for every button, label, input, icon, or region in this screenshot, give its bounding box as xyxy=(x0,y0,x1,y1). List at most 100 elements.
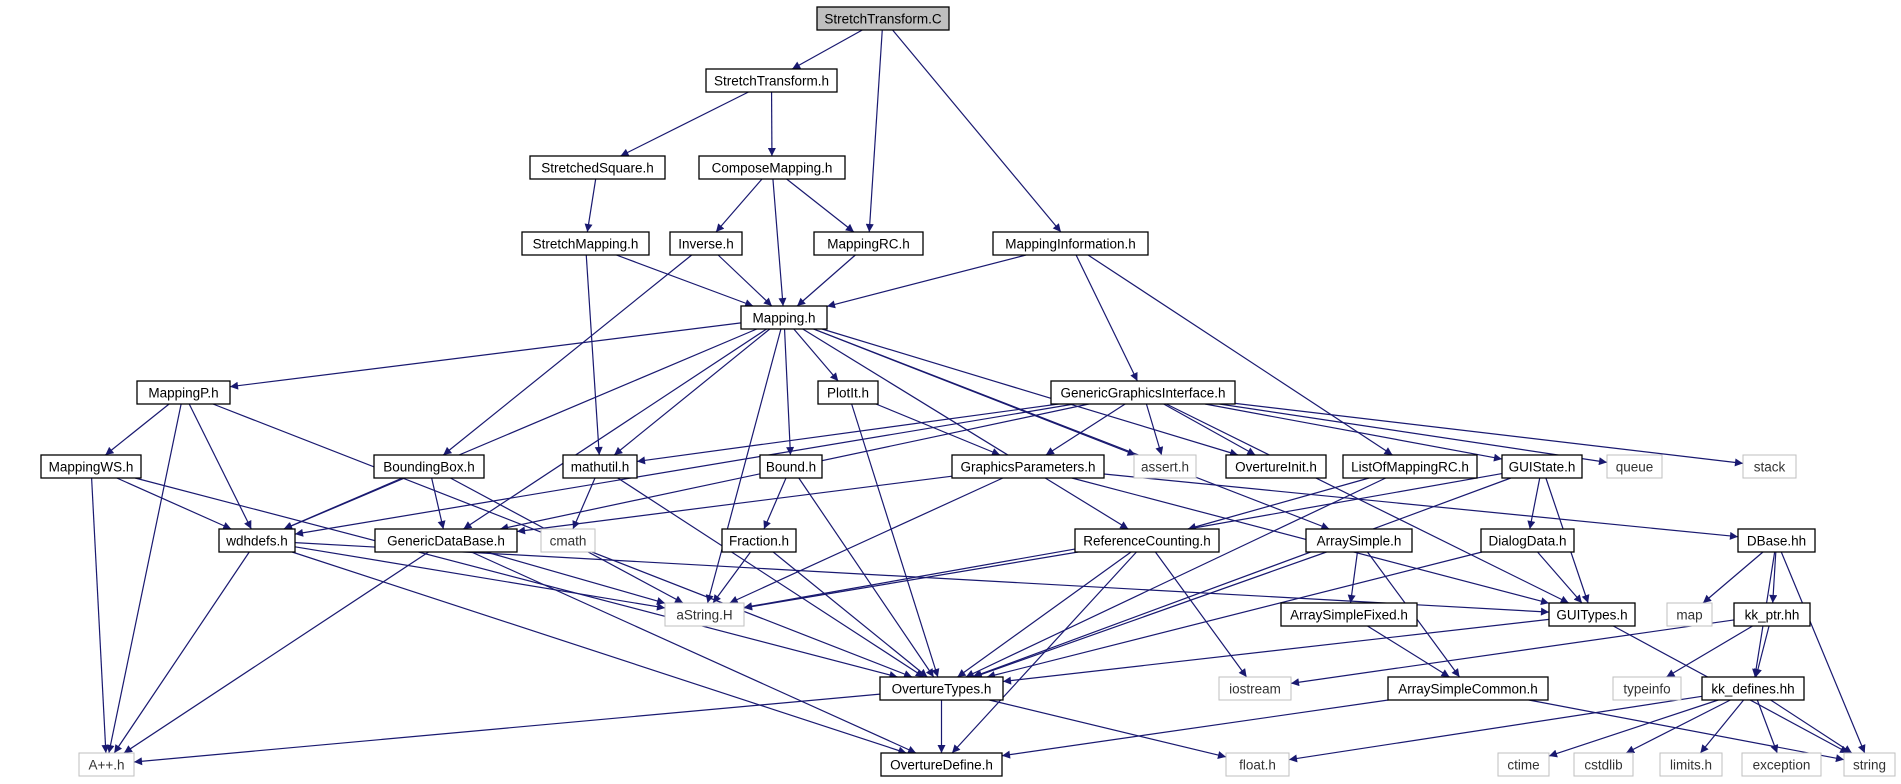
node-dbase-hh[interactable]: DBase.hh xyxy=(1737,528,1816,553)
node-label: ctime xyxy=(1507,758,1539,773)
edge-genericgraphicsinterface-h-to-assert-h xyxy=(1145,403,1164,456)
edge-wdhdefs-h-to-app-h xyxy=(113,551,250,754)
node-label: Inverse.h xyxy=(678,237,734,252)
edge-genericgraphicsinterface-h-to-wdhdefs-h xyxy=(294,403,1075,537)
node-overturedefine-h[interactable]: OvertureDefine.h xyxy=(880,752,1003,777)
edge-dbase-hh-to-string xyxy=(1780,551,1866,754)
edge-mappinginformation-h-to-listofmappingrc-h xyxy=(1087,254,1393,456)
node-label: limits.h xyxy=(1670,758,1712,773)
node-genericdatabase-h[interactable]: GenericDataBase.h xyxy=(374,528,518,553)
node-label: MappingP.h xyxy=(148,386,218,401)
node-label: OvertureTypes.h xyxy=(892,682,992,697)
node-layer: StretchTransform.C StretchTransform.hStre… xyxy=(40,6,1896,777)
edge-listofmappingrc-h-to-referencecounting-h xyxy=(1187,477,1370,531)
edge-fraction-h-to-astring-h xyxy=(712,551,752,604)
edge-genericdatabase-h-to-astring-h xyxy=(486,551,666,605)
edge-stretchtransform-c-to-mappinginformation-h xyxy=(892,29,1062,233)
node-mappingp-h[interactable]: MappingP.h xyxy=(136,380,231,405)
node-arraysimplecommon-h[interactable]: ArraySimpleCommon.h xyxy=(1387,676,1549,701)
node-mappingws-h[interactable]: MappingWS.h xyxy=(40,454,142,479)
node-queue: queue xyxy=(1606,454,1663,479)
node-label: aString.H xyxy=(676,608,732,623)
node-box xyxy=(1387,676,1549,701)
node-overturetypes-h[interactable]: OvertureTypes.h xyxy=(879,676,1004,701)
node-bound-h[interactable]: Bound.h xyxy=(759,454,823,479)
node-label: ComposeMapping.h xyxy=(712,161,833,176)
node-guistate-h[interactable]: GUIState.h xyxy=(1501,454,1583,479)
edge-layer xyxy=(90,29,1866,766)
edge-guitypes-h-to-overturetypes-h xyxy=(1002,618,1550,685)
node-stretchmapping-h[interactable]: StretchMapping.h xyxy=(521,231,650,256)
node-label: GenericDataBase.h xyxy=(387,534,505,549)
node-dialogdata-h[interactable]: DialogData.h xyxy=(1480,528,1575,553)
node-arraysimple-h[interactable]: ArraySimple.h xyxy=(1305,528,1413,553)
node-overtureinit-h[interactable]: OvertureInit.h xyxy=(1225,454,1327,479)
node-label: OvertureDefine.h xyxy=(890,758,993,773)
node-box xyxy=(1497,752,1550,777)
node-label: cstdlib xyxy=(1584,758,1622,773)
edge-bound-h-to-overturetypes-h xyxy=(798,477,935,678)
node-box xyxy=(1659,752,1723,777)
node-inverse-h[interactable]: Inverse.h xyxy=(669,231,743,256)
node-kk-ptr-hh[interactable]: kk_ptr.hh xyxy=(1733,602,1811,627)
node-box xyxy=(1342,454,1478,479)
node-label: kk_defines.hh xyxy=(1711,682,1794,697)
edge-mapping-h-to-plotit-h xyxy=(793,328,839,382)
node-box xyxy=(529,155,666,180)
node-wdhdefs-h[interactable]: wdhdefs.h xyxy=(218,528,296,553)
edge-mappingws-h-to-app-h xyxy=(90,477,110,754)
node-box xyxy=(1305,528,1413,553)
node-guitypes-h[interactable]: GUITypes.h xyxy=(1548,602,1636,627)
node-box xyxy=(218,528,296,553)
node-label: assert.h xyxy=(1141,460,1189,475)
edge-genericgraphicsinterface-h-to-guistate-h xyxy=(1204,403,1503,462)
edge-arraysimple-h-to-overturetypes-h xyxy=(973,551,1327,679)
node-box xyxy=(374,528,518,553)
node-box xyxy=(1050,380,1236,405)
node-boundingbox-h[interactable]: BoundingBox.h xyxy=(373,454,485,479)
node-listofmappingrc-h[interactable]: ListOfMappingRC.h xyxy=(1342,454,1478,479)
node-label: Fraction.h xyxy=(729,534,789,549)
edge-plotit-h-to-overturetypes-h xyxy=(851,403,940,678)
node-composemapping-h[interactable]: ComposeMapping.h xyxy=(698,155,846,180)
node-kk-defines-hh[interactable]: kk_defines.hh xyxy=(1701,676,1805,701)
node-box xyxy=(698,155,846,180)
edge-mapping-h-to-bound-h xyxy=(783,328,795,456)
edge-kk-defines-hh-to-float-h xyxy=(1288,695,1703,763)
node-box xyxy=(1612,676,1682,701)
node-arraysimplefixed-h[interactable]: ArraySimpleFixed.h xyxy=(1280,602,1418,627)
node-stretchtransform-c[interactable]: StretchTransform.C xyxy=(816,6,950,31)
node-label: ArraySimpleCommon.h xyxy=(1398,682,1538,697)
node-mathutil-h[interactable]: mathutil.h xyxy=(562,454,638,479)
edge-kk-ptr-hh-to-iostream xyxy=(1290,619,1735,687)
node-graphicsparameters-h[interactable]: GraphicsParameters.h xyxy=(951,454,1105,479)
node-mappingrc-h[interactable]: MappingRC.h xyxy=(813,231,924,256)
node-label: GUITypes.h xyxy=(1556,608,1627,623)
node-plotit-h[interactable]: PlotIt.h xyxy=(817,380,879,405)
node-referencecounting-h[interactable]: ReferenceCounting.h xyxy=(1074,528,1220,553)
edge-mathutil-h-to-overturetypes-h xyxy=(617,477,925,678)
edge-inverse-h-to-mapping-h xyxy=(717,254,773,307)
node-label: A++.h xyxy=(88,758,124,773)
node-stretchtransform-h[interactable]: StretchTransform.h xyxy=(705,68,838,93)
node-cmath: cmath xyxy=(540,528,596,553)
node-label: exception xyxy=(1753,758,1811,773)
node-cstdlib: cstdlib xyxy=(1573,752,1634,777)
edge-stretchedsquare-h-to-stretchmapping-h xyxy=(584,178,597,233)
node-fraction-h[interactable]: Fraction.h xyxy=(721,528,797,553)
edge-wdhdefs-h-to-overturedefine-h xyxy=(291,551,907,755)
node-label: float.h xyxy=(1239,758,1276,773)
edge-overturetypes-h-to-app-h xyxy=(133,693,881,766)
edge-mappinginformation-h-to-genericgraphicsinterface-h xyxy=(1075,254,1138,382)
node-stretchedsquare-h[interactable]: StretchedSquare.h xyxy=(529,155,666,180)
node-mappinginformation-h[interactable]: MappingInformation.h xyxy=(992,231,1149,256)
node-genericgraphicsinterface-h[interactable]: GenericGraphicsInterface.h xyxy=(1050,380,1236,405)
edge-bound-h-to-fraction-h xyxy=(763,477,787,530)
node-label: ArraySimpleFixed.h xyxy=(1290,608,1408,623)
node-box xyxy=(1225,752,1290,777)
node-box xyxy=(521,231,650,256)
edge-referencecounting-h-to-iostream xyxy=(1154,551,1248,678)
node-box xyxy=(562,454,638,479)
node-mapping-h[interactable]: Mapping.h xyxy=(740,305,828,330)
